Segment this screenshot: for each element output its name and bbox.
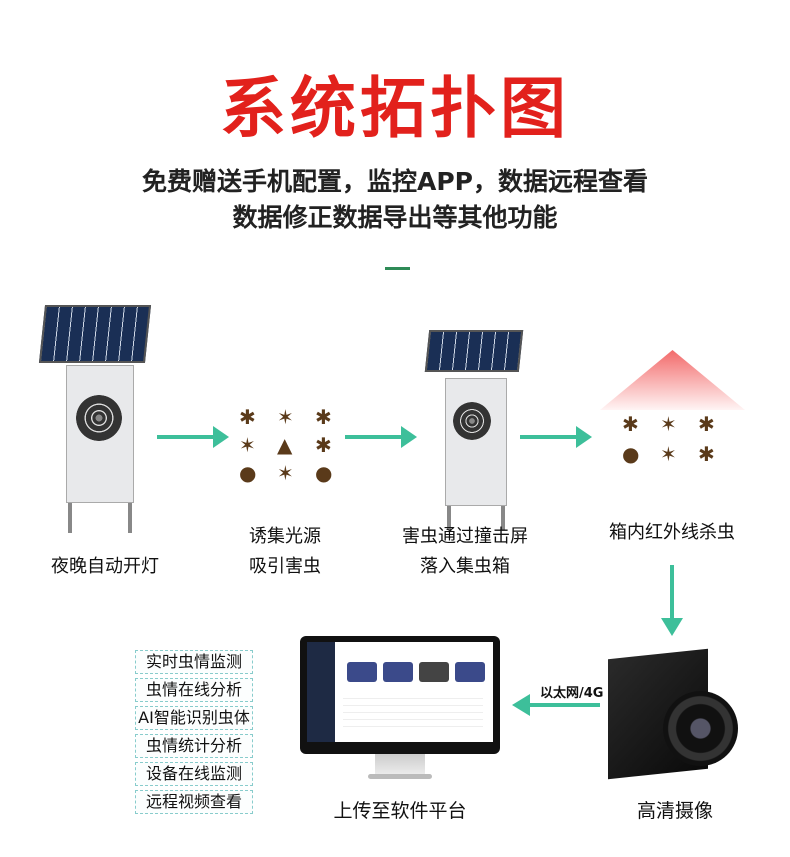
monitor-stand xyxy=(375,754,425,776)
leg xyxy=(501,506,505,530)
infrared-kill-image: ✱✶✱ ●✶✱ xyxy=(600,350,745,500)
feature-item: 虫情在线分析 xyxy=(135,678,253,702)
fan-icon xyxy=(453,402,491,440)
leg xyxy=(447,506,451,530)
monitor-screen xyxy=(307,642,493,742)
camera-lens xyxy=(663,691,738,766)
label-camera: 高清摄像 xyxy=(636,800,713,822)
solar-trap-device-image xyxy=(38,305,153,533)
app-sidebar xyxy=(307,642,335,742)
arrow-down-head xyxy=(661,618,683,636)
label-kill: 箱内红外线杀虫 xyxy=(609,522,735,543)
collector-device-image xyxy=(424,330,525,530)
subtitle-line-1: 免费赠送手机配置，监控APP，数据远程查看 xyxy=(142,167,648,196)
arrow-left xyxy=(528,703,600,707)
label-network: 以太网/4G xyxy=(540,686,604,701)
arrow-right xyxy=(520,426,592,448)
leg xyxy=(128,503,132,533)
feature-item: AI智能识别虫体 xyxy=(135,706,253,730)
arrow-left-head xyxy=(512,694,530,716)
infrared-glow xyxy=(600,350,745,410)
solar-panel xyxy=(424,330,524,372)
page-title: 系统拓扑图 xyxy=(220,70,570,147)
leg xyxy=(68,503,72,533)
feature-item: 实时虫情监测 xyxy=(135,650,253,674)
monitor-base xyxy=(368,774,432,779)
hd-camera-image xyxy=(608,646,743,786)
label-lure-2: 吸引害虫 xyxy=(249,556,321,577)
feature-item: 设备在线监测 xyxy=(135,762,253,786)
label-collect-1: 害虫通过撞击屏 xyxy=(402,526,528,547)
feature-item: 远程视频查看 xyxy=(135,790,253,814)
arrow-right xyxy=(157,426,229,448)
subtitle-line-2: 数据修正数据导出等其他功能 xyxy=(232,203,558,232)
divider xyxy=(385,267,410,270)
label-lure-1: 诱集光源 xyxy=(249,526,321,547)
feature-item: 虫情统计分析 xyxy=(135,734,253,758)
trap-cabinet xyxy=(445,378,507,506)
fan-icon xyxy=(76,395,122,441)
arrow-down xyxy=(670,565,674,620)
insects-image: ✱✶✱ ✶▲✱ ●✶● xyxy=(239,405,333,485)
solar-panel xyxy=(38,305,152,363)
label-collect-2: 落入集虫箱 xyxy=(420,556,510,577)
label-upload: 上传至软件平台 xyxy=(333,800,467,822)
arrow-right xyxy=(345,426,417,448)
monitor-image xyxy=(300,636,500,786)
label-night-light: 夜晚自动开灯 xyxy=(51,556,159,577)
